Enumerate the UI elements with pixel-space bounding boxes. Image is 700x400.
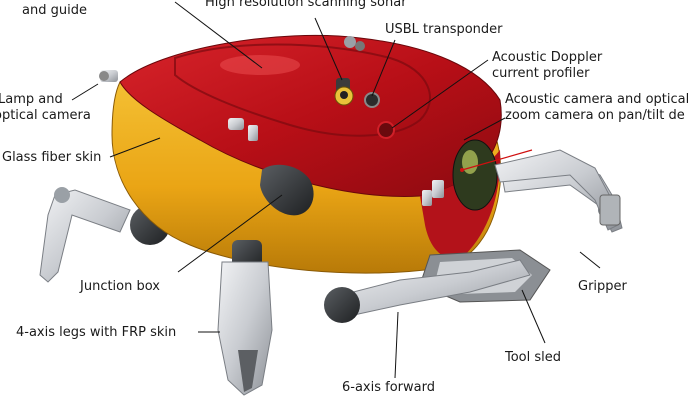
- label-legs: 4-axis legs with FRP skin: [16, 325, 177, 340]
- label-adcp: Acoustic Doppler current profiler: [492, 50, 602, 82]
- label-sonar: High resolution scanning sonar: [205, 0, 407, 10]
- label-acam-line1: Acoustic camera and optical: [505, 92, 690, 107]
- label-tool-sled: Tool sled: [505, 350, 562, 365]
- front-left-leg: [217, 240, 273, 396]
- label-acoustic-camera: Acoustic camera and optical zoom camera …: [505, 92, 689, 124]
- label-and-guide: and guide: [22, 3, 87, 18]
- adcp-sensor: [377, 121, 395, 139]
- label-lamp-line2: optical camera: [0, 108, 91, 123]
- label-lamp-line1: Lamp and: [0, 92, 63, 107]
- label-forward: 6-axis forward: [342, 380, 435, 395]
- camera-pan-tilt: [452, 139, 498, 211]
- lamp-optical-camera: [99, 70, 118, 82]
- label-acam-line2: zoom camera on pan/tilt de: [505, 108, 685, 123]
- label-glass-fiber: Glass fiber skin: [2, 150, 102, 165]
- label-gripper: Gripper: [578, 279, 627, 294]
- gripper-arm: [494, 149, 621, 231]
- label-lamp: Lamp and optical camera: [0, 92, 91, 124]
- label-adcp-line2: current profiler: [492, 66, 590, 81]
- label-usbl: USBL transponder: [385, 22, 503, 37]
- sonar-mount: [334, 78, 354, 106]
- forward-6axis-arm: [324, 259, 531, 323]
- label-junction-box: Junction box: [80, 279, 160, 294]
- label-adcp-line1: Acoustic Doppler: [492, 50, 603, 65]
- leader-lines: [71, 1, 601, 379]
- usbl-transponder: [364, 92, 380, 108]
- junction-box: [260, 164, 314, 216]
